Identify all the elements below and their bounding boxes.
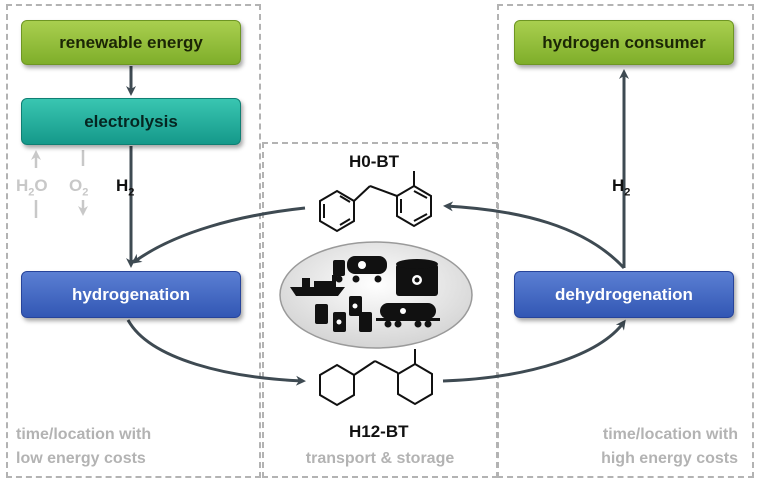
water-label: H2O xyxy=(16,176,48,199)
h12bt-structure xyxy=(319,349,433,407)
high-cost-zone-label-line1: time/location with xyxy=(602,426,738,443)
renewable-energy-box: renewable energy xyxy=(21,20,241,65)
arrow-h12bt-to-dehydrogenation xyxy=(442,319,626,383)
hydrogenation-box: hydrogenation xyxy=(21,271,241,318)
oil-barrels-icon xyxy=(315,296,372,332)
high-cost-zone xyxy=(497,4,754,478)
arrow-hydrogenation-to-h12bt xyxy=(126,319,306,386)
ship-icon xyxy=(290,275,345,296)
tanker-truck-icon xyxy=(333,256,387,283)
high-cost-zone-label-line2: high energy costs xyxy=(601,450,738,467)
h2-label-left: H2 xyxy=(116,176,135,199)
h12bt-label: H12-BT xyxy=(349,422,409,441)
transport-storage-label: transport & storage xyxy=(305,450,455,467)
dehydrogenation-box: dehydrogenation xyxy=(514,271,734,318)
h2-label-right: H2 xyxy=(612,176,631,199)
h0bt-label: H0-BT xyxy=(349,152,400,171)
h0bt-structure xyxy=(319,171,432,233)
arrow-dehydrogenation-to-h0bt xyxy=(443,201,626,270)
low-cost-zone-label-line2: low energy costs xyxy=(16,450,146,467)
low-cost-zone-label-line1: time/location with xyxy=(16,426,152,443)
rail-tank-car-icon xyxy=(376,303,440,328)
low-cost-zone xyxy=(6,4,261,478)
storage-tank-icon xyxy=(396,259,438,296)
hydrogen-consumer-box: hydrogen consumer xyxy=(514,20,734,65)
arrow-h0bt-to-hydrogenation xyxy=(131,206,306,264)
oxygen-label: O2 xyxy=(69,176,89,199)
electrolysis-box: electrolysis xyxy=(21,98,241,145)
